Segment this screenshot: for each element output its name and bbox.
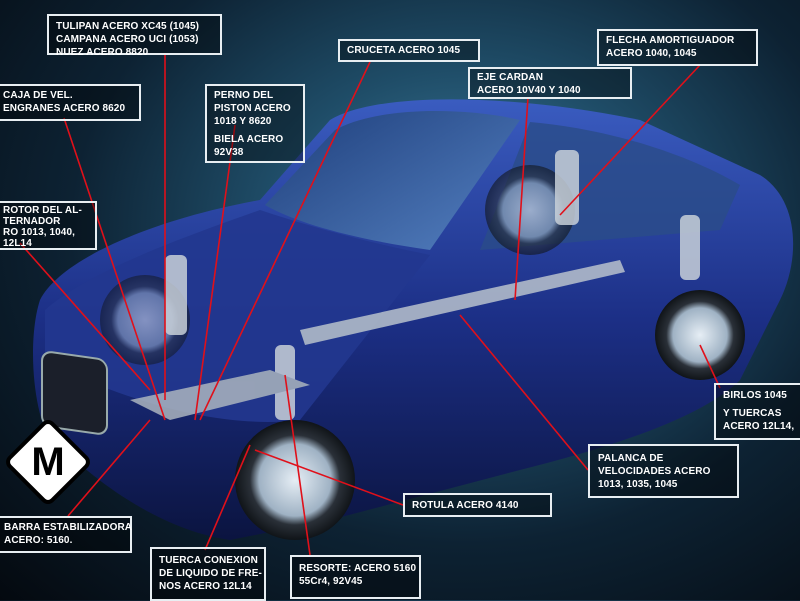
label-line: 1018 Y 8620 — [214, 116, 272, 127]
label-line: 1013, 1035, 1045 — [598, 479, 678, 490]
label-eje-cardan: EJE CARDAN ACERO 10V40 Y 1040 — [468, 67, 632, 99]
label-palanca: PALANCA DE VELOCIDADES ACERO 1013, 1035,… — [588, 444, 739, 498]
label-line: BIRLOS 1045 — [723, 390, 787, 401]
logo-letter: M — [31, 440, 65, 484]
rear-spring — [680, 215, 700, 280]
label-tulipan: TULIPAN ACERO XC45 (1045) CAMPANA ACERO … — [47, 14, 222, 58]
label-cruceta: CRUCETA ACERO 1045 — [338, 39, 480, 62]
label-line: ENGRANES ACERO 8620 — [3, 103, 126, 114]
leader-line-rotor — [19, 242, 151, 391]
label-line: TERNADOR — [3, 216, 61, 227]
label-line: PERNO DEL — [214, 90, 274, 101]
label-line: Y TUERCAS — [723, 408, 782, 419]
drive-shaft — [300, 260, 625, 345]
label-line: VELOCIDADES ACERO — [598, 466, 711, 477]
front-wheel — [235, 420, 355, 540]
leader-line-palanca — [459, 314, 589, 471]
label-line: ACERO 1040, 1045 — [606, 48, 697, 59]
windshield — [265, 110, 520, 251]
label-line: FLECHA AMORTIGUADOR — [606, 35, 735, 46]
label-line: ROTULA ACERO 4140 — [412, 500, 519, 511]
label-line: EJE CARDAN — [477, 72, 544, 83]
label-line: ACERO: 5160. — [4, 535, 73, 546]
label-line: DE LIQUIDO DE FRE- — [159, 568, 262, 579]
label-line: ACERO 12L14, — [723, 421, 795, 432]
label-tuerca: TUERCA CONEXION DE LIQUIDO DE FRE- NOS A… — [150, 547, 266, 601]
leader-lines — [19, 54, 721, 556]
label-line: PALANCA DE — [598, 453, 664, 464]
leader-line-perno — [194, 124, 236, 421]
grille — [41, 351, 108, 435]
label-perno: PERNO DEL PISTON ACERO 1018 Y 8620 BIELA… — [205, 84, 305, 163]
label-caja: CAJA DE VEL. ENGRANES ACERO 8620 — [0, 84, 141, 121]
leader-line-flecha — [559, 64, 701, 216]
label-rotor: ROTOR DEL AL- TERNADOR RO 1013, 1040, 12… — [0, 201, 97, 250]
leader-line-barra — [67, 419, 151, 517]
label-line: RESORTE: ACERO 5160 — [299, 563, 417, 574]
leader-line-rotula — [254, 449, 404, 506]
leader-line-tuerca — [204, 444, 251, 551]
label-line: ACERO 10V40 Y 1040 — [477, 85, 581, 96]
leader-line-caja — [63, 117, 166, 421]
leader-line-birlos — [699, 344, 721, 389]
label-flecha: FLECHA AMORTIGUADOR ACERO 1040, 1045 — [597, 29, 758, 66]
rear-shock — [555, 150, 579, 225]
label-line: ROTOR DEL AL- — [3, 205, 82, 216]
label-barra: BARRA ESTABILIZADORA ACERO: 5160. — [0, 516, 132, 553]
front-spring — [165, 255, 187, 335]
rear-wheel — [655, 290, 745, 380]
label-line: CRUCETA ACERO 1045 — [347, 45, 461, 56]
label-line: 92V38 — [214, 147, 244, 158]
label-line: TUERCA CONEXION — [159, 555, 258, 566]
label-rotula: ROTULA ACERO 4140 — [403, 493, 552, 517]
hood — [45, 210, 430, 422]
leader-line-cruceta — [199, 61, 371, 421]
label-resorte: RESORTE: ACERO 5160 55Cr4, 92V45 — [290, 555, 421, 599]
label-line: 12L14 — [3, 238, 32, 249]
label-line: CAMPANA ACERO UCI (1053) — [56, 34, 199, 45]
label-line: TULIPAN ACERO XC45 (1045) — [56, 21, 200, 32]
label-line: PISTON ACERO — [214, 103, 291, 114]
logo-m — [6, 420, 90, 504]
label-line: NUEZ ACERO 8820 — [56, 47, 149, 58]
rear-wheel-inner — [485, 165, 575, 255]
leader-line-eje — [514, 96, 529, 301]
label-line: RO 1013, 1040, — [3, 227, 76, 238]
label-line: 55Cr4, 92V45 — [299, 576, 363, 587]
label-line: CAJA DE VEL. — [3, 90, 73, 101]
label-line: BIELA ACERO — [214, 134, 284, 145]
label-birlos: BIRLOS 1045 Y TUERCAS ACERO 12L14, — [714, 383, 800, 440]
label-line: BARRA ESTABILIZADORA — [4, 522, 133, 533]
label-line: NOS ACERO 12L14 — [159, 581, 252, 592]
mechanics — [130, 150, 700, 420]
logo-diamond — [6, 420, 90, 504]
stabilizer-bar — [130, 370, 310, 420]
